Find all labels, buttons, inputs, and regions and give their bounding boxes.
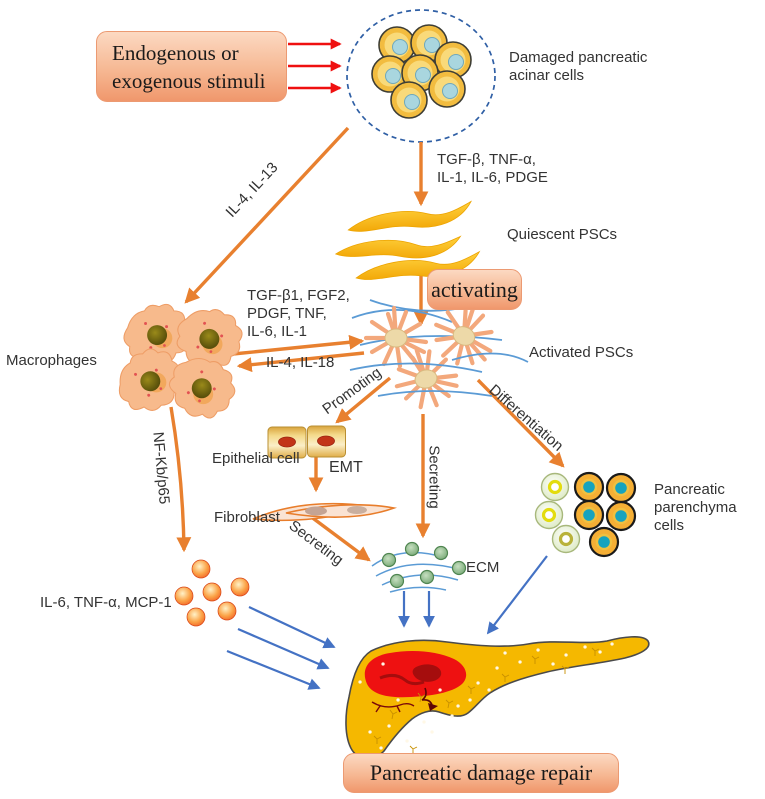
activated-pscs-icon [349,297,529,413]
epithelial-cell-label: Epithelial cell [212,450,300,467]
cytokine-dots-icon [174,559,250,627]
ecm-label: ECM [466,559,500,576]
quiescent-pscs-label: Quiescent PSCs [507,226,618,243]
repair-box: Pancreatic damage repair [343,753,619,793]
epithelial-cells-icon [267,425,346,459]
top-cytokines-label: TGF-β, TNF-α, IL-1, IL-6, PDGE [437,151,548,186]
activating-box: activating [427,269,522,310]
stimuli-box: Endogenous or exogenous stimuli [96,31,287,102]
activated-pscs-label: Activated PSCs [529,344,634,361]
pathway-arrows-icon [169,126,565,562]
fibroblast-label: Fibroblast [214,509,280,526]
stimuli-arrows-icon [288,38,342,94]
pancreas-icon [345,636,650,759]
damaged-acinar-cells-icon [346,9,496,143]
macrophage-cytokines-label: IL-6, TNF-α, MCP-1 [40,594,172,611]
parenchyma-cells-icon [534,471,637,558]
secreting-psc-label: Secreting [425,445,443,509]
psc-macrophage-cytokines-label: TGF-β1, FGF2, PDGF, TNF, IL-6, IL-1 [247,287,350,340]
il4-il18-label: IL-4, IL-18 [266,354,335,371]
parenchyma-cells-label: Pancreatic parenchyma cells [654,481,737,534]
damaged-acinar-label: Damaged pancreatic acinar cells [509,49,648,84]
emt-label: EMT [329,459,363,476]
ecm-icon [371,541,467,593]
repair-arrows-icon [226,555,548,690]
macrophages-label: Macrophages [6,352,97,369]
macrophages-icon [108,295,253,432]
fibroblast-icon [252,502,398,522]
